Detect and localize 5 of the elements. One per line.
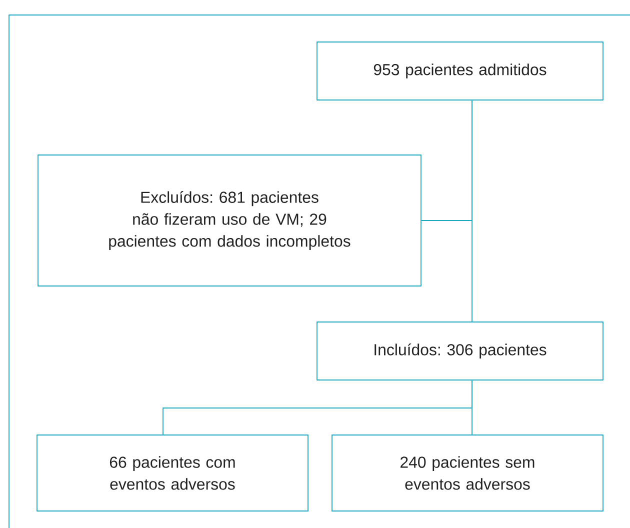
process-box: Excluídos: 681 pacientes não fizeram uso de VM; 29 pacientes com dados incompletos [38, 154, 422, 286]
process-box: 66 pacientes com eventos adversos [36, 434, 308, 512]
process-box: 240 pacientes sem eventos adversos [332, 434, 604, 512]
process-box: Incluídos: 306 pacientes [316, 322, 604, 380]
process-box: 953 pacientes admitidos [316, 42, 604, 100]
